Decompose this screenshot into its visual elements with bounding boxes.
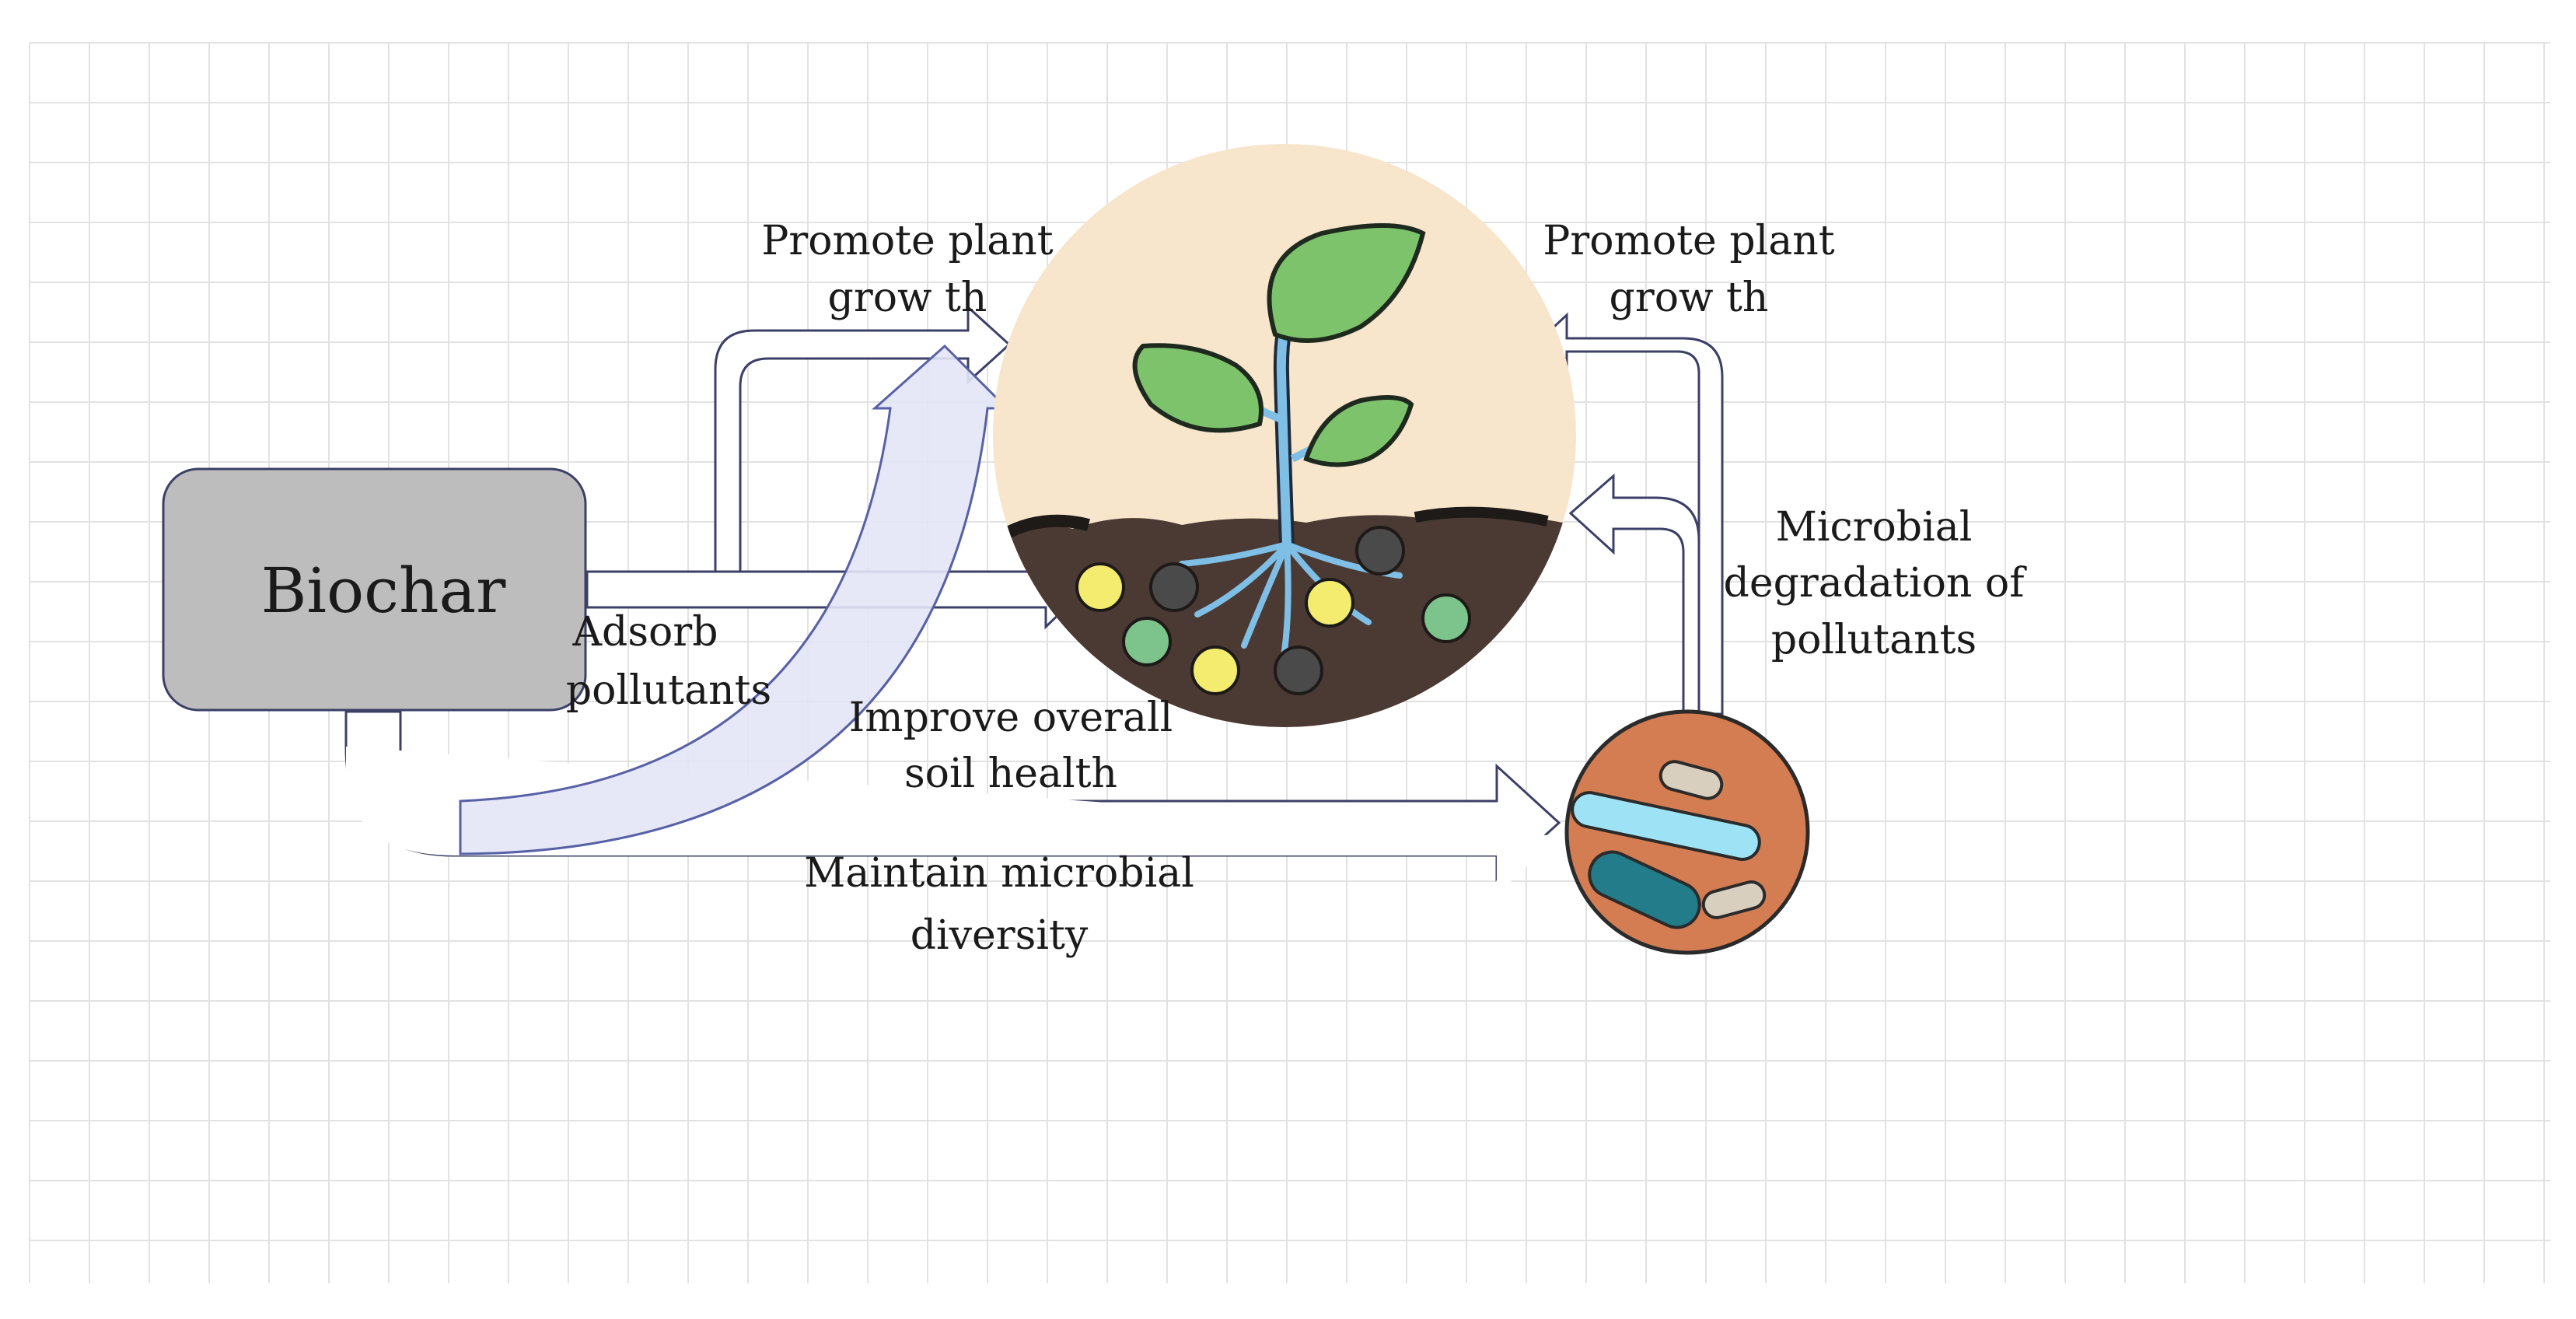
- leaf-top: [1267, 223, 1426, 343]
- arrow-microbial-degradation: [1568, 473, 1700, 715]
- biochar-box: [162, 467, 587, 712]
- label-promote-left-line2: grow th: [828, 275, 987, 321]
- label-promote-left-line1: Promote plant: [761, 218, 1053, 264]
- plant-in-soil-icon: [993, 144, 1576, 727]
- label-microbial-line2: degradation of: [1724, 560, 2028, 607]
- biochar-node: Biochar: [162, 467, 587, 712]
- leaf-left: [1132, 343, 1264, 433]
- label-promote-right-line2: grow th: [1610, 275, 1769, 321]
- leaf-right: [1303, 395, 1414, 467]
- label-promote-right-line1: Promote plant: [1543, 218, 1834, 264]
- soil-particles: [1075, 526, 1471, 695]
- label-microbial-line3: pollutants: [1771, 617, 1977, 663]
- label-maintain-line2: diversity: [911, 912, 1089, 959]
- label-adsorb-line2: pollutants: [566, 667, 771, 714]
- label-maintain-line1: Maintain microbial: [804, 850, 1194, 897]
- label-improve-line2: soil health: [904, 750, 1117, 797]
- microbe-icon: [1564, 709, 1810, 955]
- label-adsorb-line1: Adsorb: [572, 609, 718, 656]
- label-microbial-line1: Microbial: [1776, 504, 1973, 551]
- label-improve-line1: Improve overall: [849, 694, 1173, 741]
- biochar-label: Biochar: [261, 555, 507, 627]
